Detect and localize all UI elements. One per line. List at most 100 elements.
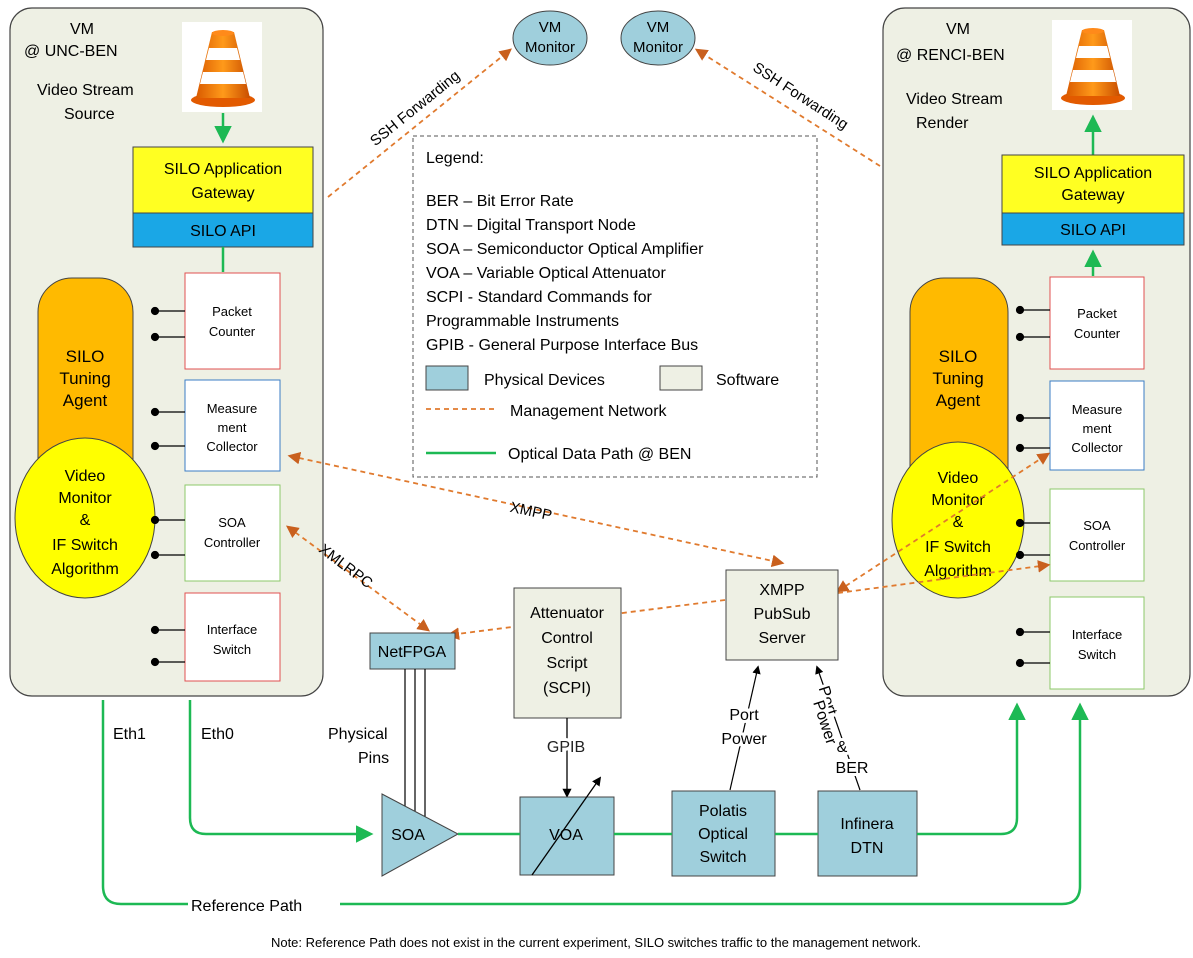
port-power-ber-line3: & bbox=[837, 739, 848, 756]
right-video-monitor-line3: & bbox=[953, 514, 964, 531]
legend-software-swatch bbox=[659, 365, 703, 391]
right-gateway-label-line2: Gateway bbox=[1061, 187, 1124, 204]
legend-software-label: Software bbox=[716, 372, 779, 389]
soa-label: SOA bbox=[391, 827, 425, 844]
right-gateway-label-line1: SILO Application bbox=[1034, 165, 1152, 182]
vm-monitor-right-line1: VM bbox=[647, 19, 670, 36]
legend-optical-label: Optical Data Path @ BEN bbox=[508, 446, 691, 463]
left-video-monitor-line5: Algorithm bbox=[51, 561, 119, 578]
left-video-monitor-line4: IF Switch bbox=[52, 537, 118, 554]
vm-monitor-left-line2: Monitor bbox=[525, 39, 575, 56]
left-vm-location: @ UNC-BEN bbox=[24, 43, 118, 60]
legend-item-scpi: SCPI - Standard Commands for bbox=[426, 289, 653, 306]
left-measurement-line3: Collector bbox=[206, 439, 258, 454]
legend-item-voa: VOA – Variable Optical Attenuator bbox=[426, 265, 667, 282]
legend-physical-label: Physical Devices bbox=[484, 372, 605, 389]
right-tuning-agent-line3: Agent bbox=[936, 391, 981, 410]
left-packet-counter-line1: Packet bbox=[212, 304, 252, 319]
xmpp-server-node: XMPP PubSub Server bbox=[725, 569, 839, 661]
netfpga-label: NetFPGA bbox=[378, 644, 447, 661]
xmpp-label: XMPP bbox=[508, 499, 553, 524]
vm-monitor-left-line1: VM bbox=[539, 19, 562, 36]
xmlrpc-label: XMLRPC bbox=[316, 541, 376, 592]
right-video-monitor-line4: IF Switch bbox=[925, 539, 991, 556]
attenuator-line2: Control bbox=[541, 630, 593, 647]
left-video-monitor-line2: Monitor bbox=[58, 490, 112, 507]
port-power-ber-arrow bbox=[815, 665, 861, 791]
vlc-cone-icon bbox=[182, 22, 262, 112]
right-measurement-line1: Measure bbox=[1072, 402, 1123, 417]
right-measurement-line3: Collector bbox=[1071, 440, 1123, 455]
reference-path-label: Reference Path bbox=[191, 898, 302, 915]
port-power-line1: Port bbox=[729, 707, 759, 724]
xmpp-server-line3: Server bbox=[758, 630, 806, 647]
right-measurement-line2: ment bbox=[1083, 421, 1112, 436]
left-soa-controller-line1: SOA bbox=[218, 515, 246, 530]
left-tuning-agent-line3: Agent bbox=[63, 391, 108, 410]
ssh-link-right bbox=[694, 48, 881, 167]
ssh-label-right: SSH Forwarding bbox=[750, 59, 852, 133]
legend-item-gpib: GPIB - General Purpose Interface Bus bbox=[426, 337, 698, 354]
eth1-label: Eth1 bbox=[113, 726, 146, 743]
right-soa-controller-line2: Controller bbox=[1069, 538, 1126, 553]
xmpp-link-left bbox=[287, 451, 785, 568]
legend-item-soa: SOA – Semiconductor Optical Amplifier bbox=[426, 241, 704, 258]
eth0-label: Eth0 bbox=[201, 726, 234, 743]
server-to-right-measurement-link bbox=[835, 452, 1051, 593]
xmpp-server-line1: XMPP bbox=[759, 582, 804, 599]
polatis-line1: Polatis bbox=[699, 803, 747, 820]
physical-pins-line1: Physical bbox=[328, 726, 388, 743]
right-vm-role-line2: Render bbox=[916, 115, 969, 132]
footnote: Note: Reference Path does not exist in t… bbox=[271, 935, 921, 950]
left-gateway-label-line2: Gateway bbox=[191, 185, 254, 202]
left-measurement-line2: ment bbox=[218, 420, 247, 435]
right-vm-role-line1: Video Stream bbox=[906, 91, 1003, 108]
left-measurement-line1: Measure bbox=[207, 401, 258, 416]
right-vm-panel: VM @ RENCI-BEN Video Stream Render SILO … bbox=[882, 7, 1191, 697]
left-tuning-agent-line1: SILO bbox=[66, 347, 105, 366]
right-interface-switch-line1: Interface bbox=[1072, 627, 1123, 642]
left-vm-role-line1: Video Stream bbox=[37, 82, 134, 99]
right-vm-location: @ RENCI-BEN bbox=[896, 47, 1005, 64]
infinera-dtn-node: Infinera DTN bbox=[817, 790, 918, 877]
left-tuning-agent-line2: Tuning bbox=[59, 369, 110, 388]
soa-node: SOA bbox=[381, 793, 460, 877]
physical-pins-line2: Pins bbox=[358, 750, 389, 767]
vm-monitor-left: VM Monitor bbox=[512, 10, 588, 66]
legend-item-scpi-cont: Programmable Instruments bbox=[426, 313, 619, 330]
port-power-arrow bbox=[729, 665, 761, 791]
attenuator-line3: Script bbox=[547, 655, 588, 672]
xmpp-server-line2: PubSub bbox=[754, 606, 811, 623]
xmlrpc-link bbox=[285, 525, 431, 632]
right-video-monitor-line1: Video bbox=[938, 470, 979, 487]
port-power-ber-line4: BER bbox=[836, 760, 869, 777]
right-interface-switch-line2: Switch bbox=[1078, 647, 1116, 662]
netfpga-node: NetFPGA bbox=[369, 632, 456, 670]
gpib-label: GPIB bbox=[547, 739, 585, 756]
polatis-line2: Optical bbox=[698, 826, 748, 843]
infinera-line2: DTN bbox=[851, 840, 884, 857]
left-video-monitor-line1: Video bbox=[65, 468, 106, 485]
port-power-line2: Power bbox=[721, 731, 767, 748]
voa-node: VOA bbox=[519, 776, 615, 876]
right-packet-counter-line1: Packet bbox=[1077, 306, 1117, 321]
right-packet-counter-line2: Counter bbox=[1074, 326, 1121, 341]
physical-pins bbox=[404, 669, 426, 826]
vm-monitor-right-line2: Monitor bbox=[633, 39, 683, 56]
left-interface-switch-line2: Switch bbox=[213, 642, 251, 657]
left-soa-controller-line2: Controller bbox=[204, 535, 261, 550]
voa-label: VOA bbox=[549, 827, 583, 844]
legend-physical-swatch bbox=[425, 365, 469, 391]
vlc-cone-icon bbox=[1052, 20, 1132, 110]
left-gateway-label-line1: SILO Application bbox=[164, 161, 282, 178]
attenuator-script-node: Attenuator Control Script (SCPI) bbox=[513, 587, 622, 719]
polatis-line3: Switch bbox=[699, 849, 746, 866]
reference-path bbox=[101, 700, 1089, 906]
left-vm-role-line2: Source bbox=[64, 106, 115, 123]
attenuator-line1: Attenuator bbox=[530, 605, 605, 622]
legend-title: Legend: bbox=[426, 150, 484, 167]
left-video-monitor-line3: & bbox=[80, 512, 91, 529]
polatis-switch-node: Polatis Optical Switch bbox=[671, 790, 776, 877]
right-silo-api: SILO API bbox=[1060, 222, 1126, 239]
left-vm-title: VM bbox=[70, 21, 94, 38]
